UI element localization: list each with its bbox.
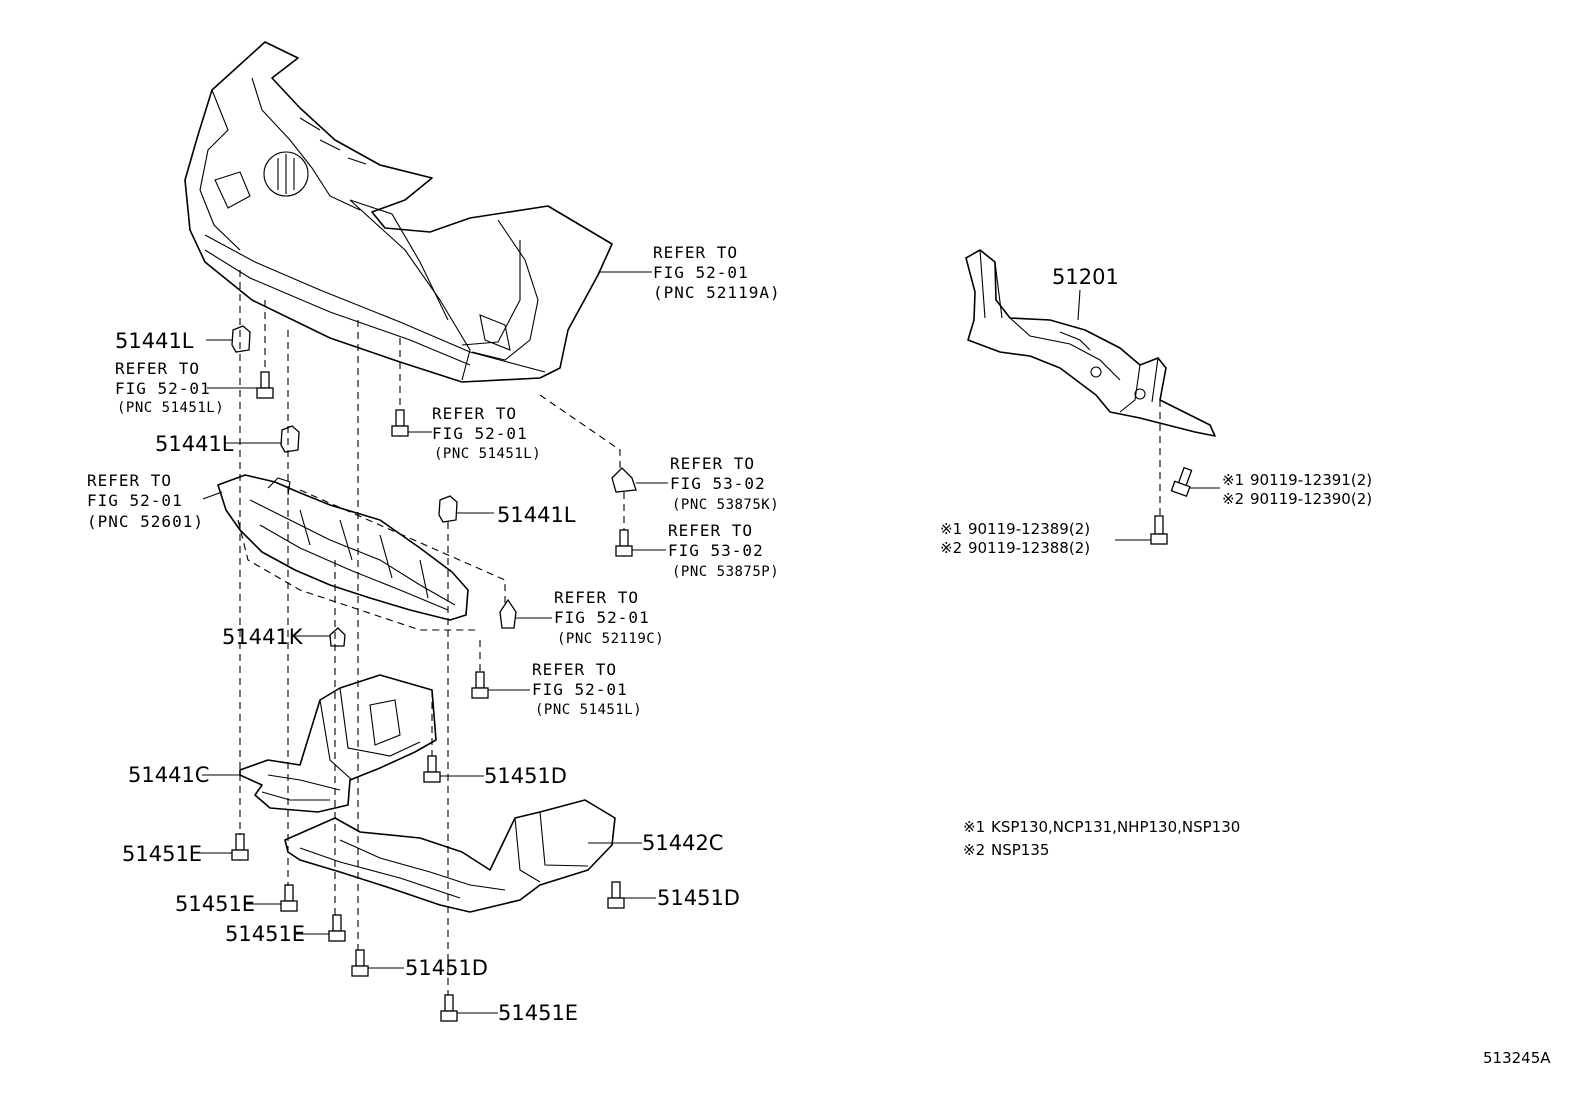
fig-line: FIG 53-02 — [668, 541, 764, 560]
note-mark: ※2 — [963, 841, 985, 859]
pnc-line: (PNC 51451L) — [535, 702, 642, 718]
pnc-line: (PNC 52119A) — [653, 283, 781, 302]
note-mark: ※1 — [963, 818, 985, 836]
ref-line: REFER TO — [554, 588, 639, 607]
clip-icon — [280, 425, 300, 453]
note-text: NSP135 — [991, 841, 1049, 859]
part-label-51441l-mid[interactable]: 51441L — [155, 432, 234, 456]
engine-under-cover-no2 — [284, 799, 616, 913]
radiator-support-seal — [217, 474, 506, 631]
callout-53875k-ref[interactable]: REFER TO FIG 53-02 (PNC 53875K) — [670, 454, 779, 513]
clip-icon — [329, 627, 346, 647]
fig-line: FIG 52-01 — [532, 680, 628, 699]
front-suspension-crossmember — [965, 249, 1216, 437]
alt-upper-2[interactable]: ※2 90119-12390(2) — [1222, 490, 1372, 508]
callout-52119c-ref[interactable]: REFER TO FIG 52-01 (PNC 52119C) — [554, 588, 664, 647]
front-bumper-cover — [184, 41, 613, 383]
bolt-icon — [351, 949, 369, 977]
note-mark: ※2 — [1222, 490, 1244, 508]
pnc-line: (PNC 51451L) — [434, 446, 541, 462]
pnc-line: (PNC 53875P) — [672, 564, 779, 580]
pnc-line: (PNC 52601) — [87, 512, 204, 531]
callout-52601-ref[interactable]: REFER TO FIG 52-01 (PNC 52601) — [87, 471, 204, 531]
bolt-icon — [615, 529, 633, 557]
bolt-icon — [607, 881, 625, 909]
bolt-icon — [391, 409, 409, 437]
part-label-51441l-top[interactable]: 51441L — [115, 329, 194, 353]
part-label-51451e-mid[interactable]: 51451E — [175, 892, 255, 916]
callout-labels: REFER TO FIG 52-01 (PNC 52119A) 51201 51… — [87, 243, 1119, 1025]
fig-line: FIG 52-01 — [653, 263, 749, 282]
part-label-51441c[interactable]: 51441C — [128, 763, 209, 787]
leader-lines — [196, 271, 1220, 1014]
clip-icon — [438, 495, 458, 523]
alt-part-number: 90119-12389(2) — [968, 520, 1090, 538]
part-label-51451e-lower[interactable]: 51451E — [225, 922, 305, 946]
pnc-line: (PNC 52119C) — [557, 631, 664, 647]
alternate-bolt-numbers: ※1 90119-12391(2) ※2 90119-12390(2) ※1 9… — [940, 471, 1372, 557]
ref-line: REFER TO — [432, 404, 517, 423]
ref-line: REFER TO — [87, 471, 172, 490]
part-label-51451d-upper[interactable]: 51451D — [484, 764, 567, 788]
part-label-51201[interactable]: 51201 — [1052, 265, 1119, 289]
callout-bumper-ref[interactable]: REFER TO FIG 52-01 (PNC 52119A) — [653, 243, 781, 302]
model-note-2: ※2 NSP135 — [963, 841, 1049, 859]
ref-line: REFER TO — [670, 454, 755, 473]
callout-53875p-ref[interactable]: REFER TO FIG 53-02 (PNC 53875P) — [668, 521, 779, 580]
ref-line: REFER TO — [668, 521, 753, 540]
pnc-line: (PNC 51451L) — [117, 400, 224, 416]
model-note-1: ※1 KSP130,NCP131,NHP130,NSP130 — [963, 818, 1240, 836]
bolt-icon — [280, 884, 298, 912]
fasteners — [231, 325, 1193, 1022]
bolt-icon — [328, 914, 346, 942]
ref-line: REFER TO — [532, 660, 617, 679]
fig-line: FIG 53-02 — [670, 474, 766, 493]
bolt-icon — [471, 671, 489, 699]
fig-line: FIG 52-01 — [432, 424, 528, 443]
engine-under-cover-no1 — [239, 674, 437, 813]
note-text: KSP130,NCP131,NHP130,NSP130 — [991, 818, 1240, 836]
model-notes: ※1 KSP130,NCP131,NHP130,NSP130 ※2 NSP135 — [963, 818, 1240, 859]
bolt-icon — [256, 371, 274, 399]
alt-lower-2[interactable]: ※2 90119-12388(2) — [940, 539, 1090, 557]
alignment-lines — [239, 270, 1161, 995]
bolt-icon — [440, 994, 458, 1022]
note-mark: ※1 — [1222, 471, 1244, 489]
alt-part-number: 90119-12391(2) — [1250, 471, 1372, 489]
part-label-51441k[interactable]: 51441K — [222, 625, 304, 649]
clip-icon — [231, 325, 251, 353]
callout-center-bolt-ref[interactable]: REFER TO FIG 52-01 (PNC 51451L) — [432, 404, 541, 462]
fig-line: FIG 52-01 — [87, 491, 183, 510]
part-label-51451e-bottom[interactable]: 51451E — [498, 1001, 578, 1025]
figure-id: 513245A — [1483, 1049, 1551, 1067]
bolt-icon — [423, 755, 441, 783]
fig-line: FIG 52-01 — [554, 608, 650, 627]
note-mark: ※2 — [940, 539, 962, 557]
alt-part-number: 90119-12390(2) — [1250, 490, 1372, 508]
clip-icon — [499, 598, 517, 629]
bolt-icon — [231, 833, 249, 861]
bolt-icon — [1170, 466, 1193, 498]
note-mark: ※1 — [940, 520, 962, 538]
clip-icon — [611, 467, 637, 493]
part-label-51441l-right[interactable]: 51441L — [497, 503, 576, 527]
ref-line: REFER TO — [653, 243, 738, 262]
ref-line: REFER TO — [115, 359, 200, 378]
fig-line: FIG 52-01 — [115, 379, 211, 398]
callout-lower-bolt-ref[interactable]: REFER TO FIG 52-01 (PNC 51451L) — [532, 660, 642, 718]
part-label-51451d-right[interactable]: 51451D — [657, 886, 740, 910]
bolt-icon — [1150, 515, 1168, 545]
part-label-51442c[interactable]: 51442C — [642, 831, 723, 855]
alt-lower-1[interactable]: ※1 90119-12389(2) — [940, 520, 1090, 538]
part-label-51451d-bottom[interactable]: 51451D — [405, 956, 488, 980]
callout-left-bolt-ref[interactable]: REFER TO FIG 52-01 (PNC 51451L) — [115, 359, 224, 416]
pnc-line: (PNC 53875K) — [672, 497, 779, 513]
alt-upper-1[interactable]: ※1 90119-12391(2) — [1222, 471, 1372, 489]
alt-part-number: 90119-12388(2) — [968, 539, 1090, 557]
part-label-51451e-left[interactable]: 51451E — [122, 842, 202, 866]
